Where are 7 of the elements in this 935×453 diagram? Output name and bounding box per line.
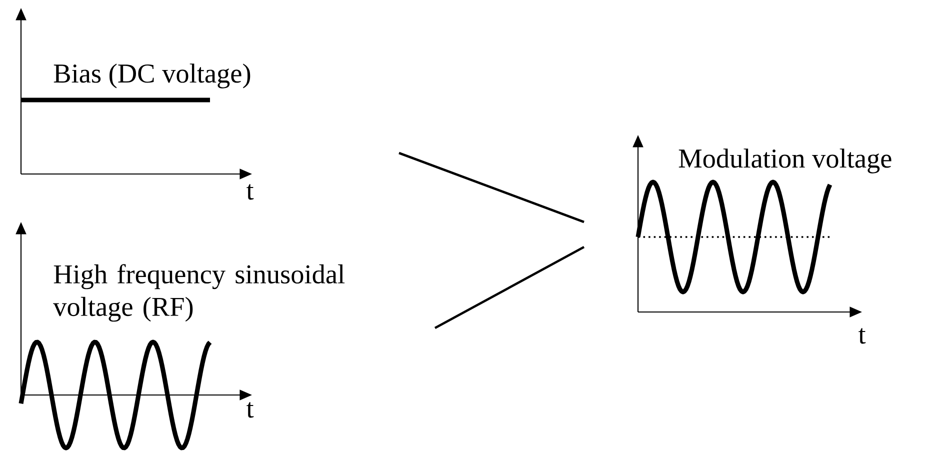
merge-line xyxy=(398,152,584,224)
axis-label: t xyxy=(246,402,254,418)
signal-caption: High frequency sinusoidal voltage (RF) xyxy=(53,264,345,322)
merge-line xyxy=(434,246,585,329)
signal-caption: Bias (DC voltage) xyxy=(54,64,250,88)
signal-caption: Modulation voltage xyxy=(678,148,892,174)
axis-label: t xyxy=(246,184,254,200)
